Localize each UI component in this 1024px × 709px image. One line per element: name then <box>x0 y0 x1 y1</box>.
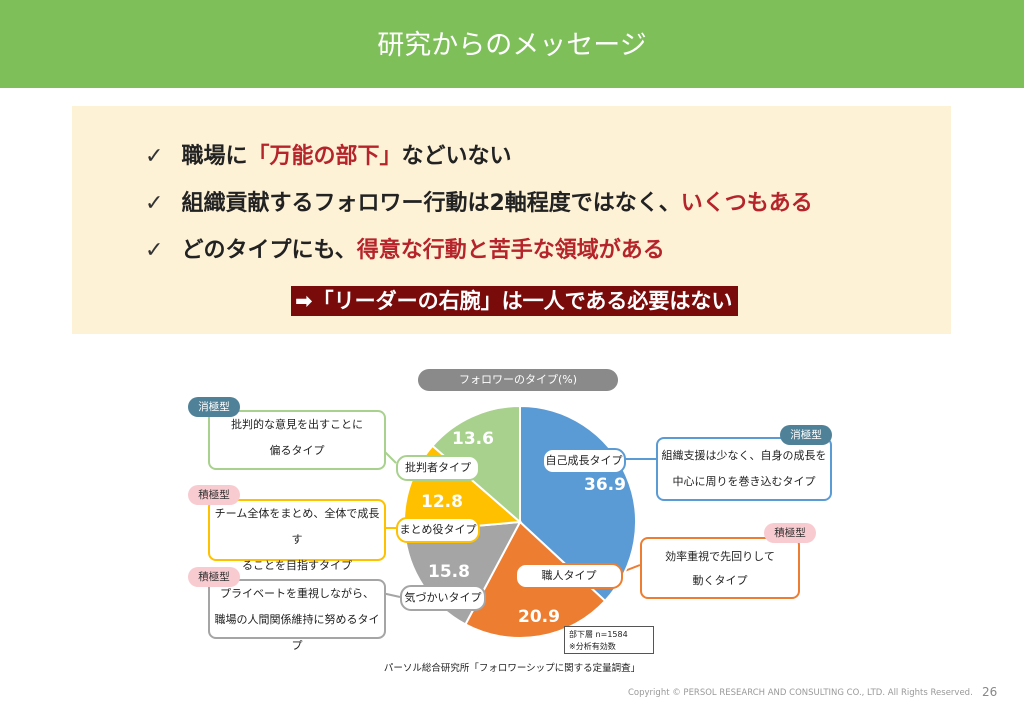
tag-growth: 消極型 <box>780 425 832 445</box>
check-icon: ✓ <box>145 144 164 169</box>
tag-critic: 消極型 <box>188 397 240 417</box>
tag-caring: 積極型 <box>188 567 240 587</box>
message-bullet-1: ✓職場に「万能の部下」などいない <box>145 144 512 169</box>
data-label-critic: 13.6 <box>452 429 494 449</box>
copyright-text: Copyright © PERSOL RESEARCH AND CONSULTI… <box>628 688 973 698</box>
label-caring: 気づかいタイプ <box>400 585 486 611</box>
message-bullet-2: ✓組織貢献するフォロワー行動は2軸程度ではなく、いくつもある <box>145 191 813 216</box>
check-icon: ✓ <box>145 191 164 216</box>
page-number: 26 <box>982 685 998 699</box>
callout-coordinator: チーム全体をまとめ、全体で成長す ることを目指すタイプ <box>208 499 386 572</box>
callout-caring: プライベートを重視しながら、 職場の人間関係維持に努めるタイプ <box>208 579 386 652</box>
sample-note: 部下層 n=1584 ※分析有効数 <box>564 626 654 654</box>
chart-title: フォロワーのタイプ(%) <box>418 369 618 391</box>
label-craftsman: 職人タイプ <box>515 563 623 589</box>
label-critic: 批判者タイプ <box>396 455 480 481</box>
label-coordinator: まとめ役タイプ <box>396 517 480 543</box>
conclusion-banner: ➡「リーダーの右腕」は一人である必要はない <box>291 286 739 316</box>
data-label-craftsman: 20.9 <box>518 607 560 627</box>
header-bar: 研究からのメッセージ <box>0 0 1024 88</box>
page-title: 研究からのメッセージ <box>377 30 647 61</box>
tag-craftsman: 積極型 <box>764 523 816 543</box>
callout-craftsman: 効率重視で先回りして 動くタイプ <box>640 537 800 599</box>
tag-coordinator: 積極型 <box>188 485 240 505</box>
data-label-growth: 36.9 <box>584 475 626 495</box>
source-citation: パーソル総合研究所「フォロワーシップに関する定量調査」 <box>383 663 641 674</box>
data-label-coordinator: 12.8 <box>421 492 463 512</box>
check-icon: ✓ <box>145 238 164 263</box>
callout-critic: 批判的な意見を出すことに 偏るタイプ <box>208 410 386 470</box>
callout-growth: 組織支援は少なく、自身の成長を 中心に周りを巻き込むタイプ <box>656 437 832 501</box>
message-bullet-3: ✓どのタイプにも、得意な行動と苦手な領域がある <box>145 238 665 263</box>
data-label-caring: 15.8 <box>428 562 470 582</box>
label-growth: 自己成長タイプ <box>542 448 626 474</box>
